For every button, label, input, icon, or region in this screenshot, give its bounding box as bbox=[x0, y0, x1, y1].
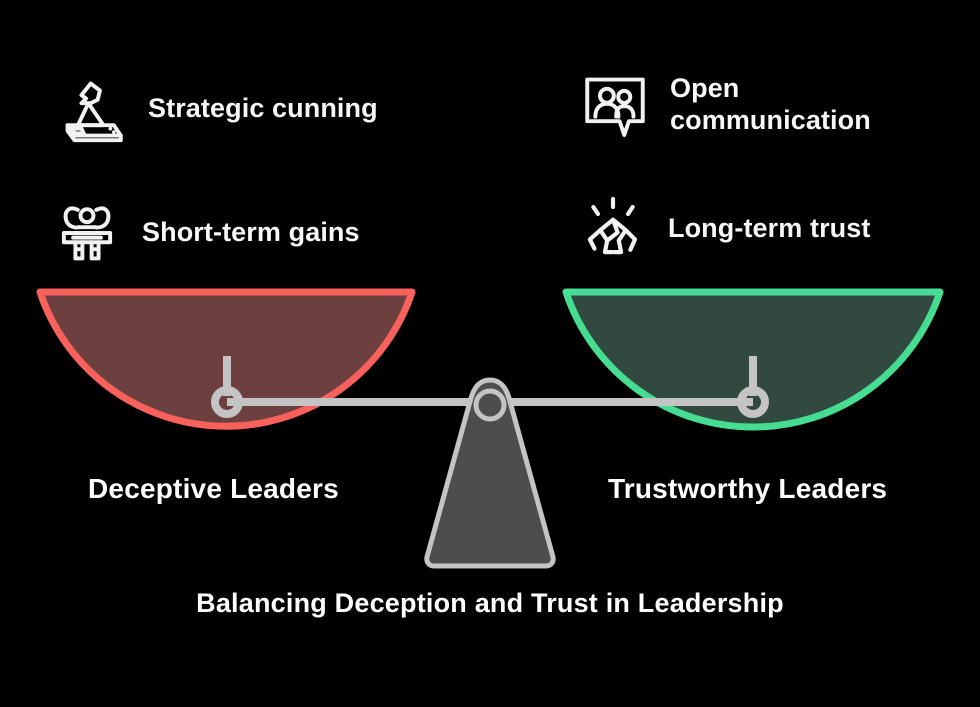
caption-deceptive-leaders: Deceptive Leaders bbox=[88, 473, 339, 504]
chess-strategy-icon bbox=[56, 72, 130, 146]
feature-label: Long-term trust bbox=[668, 213, 871, 244]
feature-long-term-trust: Long-term trust bbox=[576, 192, 870, 266]
feature-label: Strategic cunning bbox=[148, 93, 378, 124]
speech-bubble-people-icon bbox=[578, 68, 652, 142]
feature-label: Short-term gains bbox=[142, 217, 360, 248]
left-joint-ring bbox=[211, 386, 243, 418]
page-title: Balancing Deception and Trust in Leaders… bbox=[196, 588, 784, 618]
caption-trustworthy-leaders: Trustworthy Leaders bbox=[608, 473, 888, 504]
handshake-trust-icon bbox=[576, 192, 650, 266]
money-coins-icon bbox=[50, 196, 124, 270]
right-hanger-rod bbox=[749, 356, 757, 396]
feature-strategic-cunning: Strategic cunning bbox=[56, 72, 378, 146]
pivot-ring bbox=[473, 388, 507, 422]
feature-open-communication: Open communication bbox=[578, 68, 930, 142]
balance-scale-graphic bbox=[0, 270, 980, 580]
feature-label: Open communication bbox=[670, 73, 871, 135]
right-joint-ring bbox=[737, 386, 769, 418]
fulcrum-base bbox=[424, 377, 556, 569]
left-hanger-rod bbox=[223, 356, 231, 396]
feature-short-term-gains: Short-term gains bbox=[50, 196, 360, 270]
